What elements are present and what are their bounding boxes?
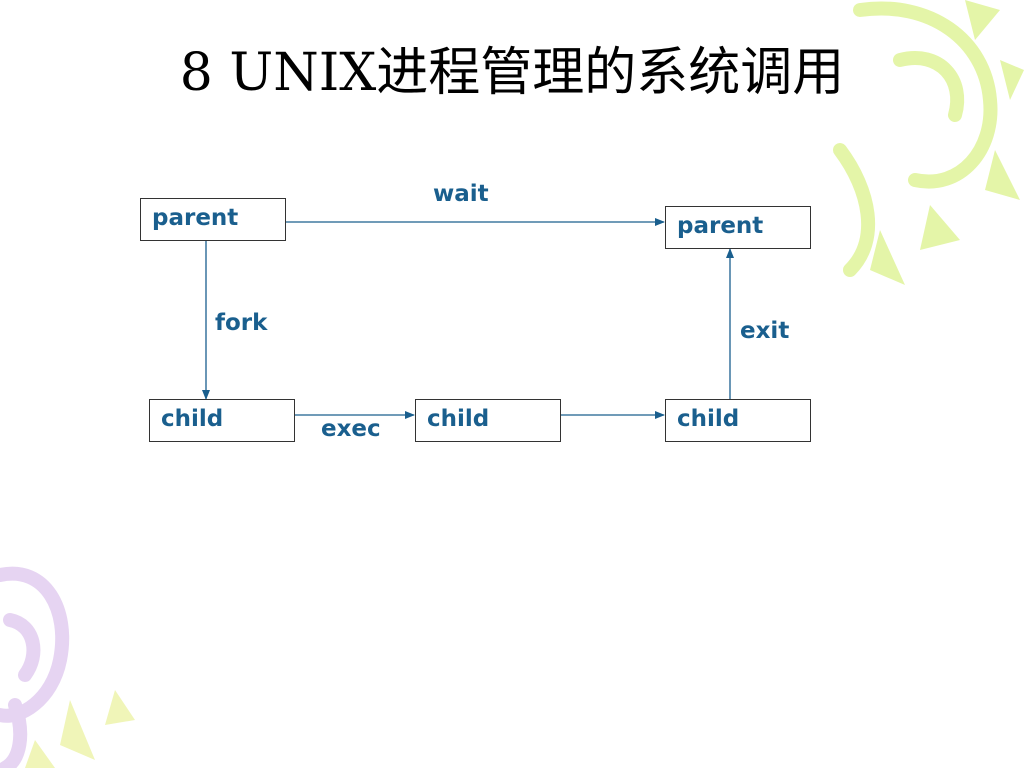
parent-node-start: parent [140, 198, 286, 241]
child-node-1: child [149, 399, 295, 442]
child-node-2: child [415, 399, 561, 442]
exit-label: exit [740, 318, 790, 344]
fork-label: fork [215, 310, 268, 336]
bottom-left-leaf-decoration [25, 690, 135, 768]
parent-node-end: parent [665, 206, 811, 249]
wait-label: wait [433, 181, 489, 207]
child-node-3: child [665, 399, 811, 442]
slide-title: 8 UNIX进程管理的系统调用 [179, 43, 845, 103]
top-right-swirl-decoration [833, 1, 998, 277]
bottom-left-swirl-decoration [0, 566, 70, 768]
top-right-leaf-decoration [870, 0, 1024, 285]
exec-label: exec [321, 416, 381, 442]
